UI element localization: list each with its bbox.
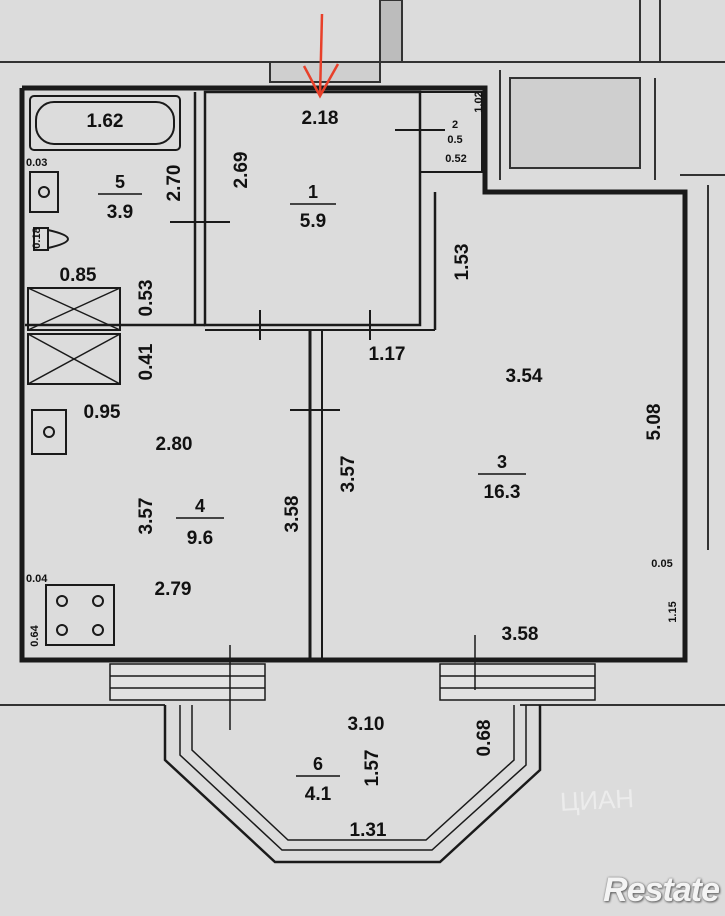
dim-balc-depth: 1.57 <box>362 750 383 787</box>
dim-room-right: 5.08 <box>644 404 665 441</box>
ghost-watermark: ЦИАН <box>559 783 635 817</box>
dim-closet-top: 1.02 <box>473 91 485 112</box>
dim-kitchen-sink: 0.95 <box>84 402 121 423</box>
dim-duct2: 0.41 <box>136 343 157 380</box>
room-3-number: 3 <box>497 452 507 472</box>
toilet-icon <box>33 227 69 251</box>
dim-room-bottom: 3.58 <box>502 624 539 645</box>
dim-kitchen-bottom: 2.79 <box>155 579 192 600</box>
entrance-arrow-icon <box>302 13 340 99</box>
dim-balc-top: 3.10 <box>348 714 385 735</box>
dim-room-top: 3.54 <box>506 366 543 387</box>
balcony <box>163 705 542 864</box>
dim-kitchen-right: 3.58 <box>282 496 303 533</box>
dim-closet-w: 0.52 <box>445 153 466 165</box>
neighbor-walls <box>0 0 725 706</box>
dim-duct1: 0.53 <box>136 280 157 317</box>
dim-room-pier: 1.15 <box>667 601 679 622</box>
dim-balc-bottom: 1.31 <box>350 820 387 841</box>
bathtub-icon <box>29 95 181 151</box>
dim-kitchen-top: 2.80 <box>156 434 193 455</box>
dim-bath-len: 1.62 <box>87 111 124 132</box>
room-6-area: 4.1 <box>305 784 332 805</box>
dim-kitchen-left: 3.57 <box>136 498 157 535</box>
room-2-area: 0.5 <box>447 134 462 146</box>
room-4-area: 9.6 <box>187 528 213 549</box>
brand-watermark: Restate <box>603 871 720 909</box>
dim-corridor: 3.57 <box>338 456 359 493</box>
dim-balc-side: 0.68 <box>474 720 495 757</box>
dimension-labels: 1.62 2.18 2.69 2.70 1.02 0.52 0.03 0.18 … <box>26 91 679 841</box>
dim-room-gap: 0.05 <box>651 558 672 570</box>
room-3-area: 16.3 <box>484 482 521 503</box>
door-marks <box>170 129 445 411</box>
dim-bath-side: 2.70 <box>164 165 185 202</box>
room-1-number: 1 <box>308 182 318 202</box>
room-4-number: 4 <box>195 496 205 516</box>
stove-icon <box>45 584 115 646</box>
dim-room-notch-v: 1.53 <box>452 244 473 281</box>
kitchen-sink-icon <box>31 409 67 455</box>
room-2-number: 2 <box>452 119 458 131</box>
windows <box>109 635 596 730</box>
dim-hall-top: 2.18 <box>302 108 339 129</box>
dim-hall-side: 2.69 <box>231 152 252 189</box>
dim-wc-gap: 0.18 <box>31 227 43 248</box>
dim-sink-gap: 0.03 <box>26 157 47 169</box>
room-1-area: 5.9 <box>300 211 326 232</box>
room-6-number: 6 <box>313 754 323 774</box>
room-5-number: 5 <box>115 172 125 192</box>
dim-stove-w: 0.64 <box>29 624 41 646</box>
bathroom-sink-icon <box>29 171 59 213</box>
room-labels: 1 5.9 2 0.5 3 16.3 4 9.6 5 3.9 6 4.1 <box>98 119 526 805</box>
apartment-walls <box>19 85 688 663</box>
dim-bath-w: 0.85 <box>60 265 97 286</box>
fixtures <box>29 95 181 646</box>
dim-room-notch: 1.17 <box>369 344 406 365</box>
dim-stove-gap: 0.04 <box>26 573 48 585</box>
room-5-area: 3.9 <box>107 202 133 223</box>
